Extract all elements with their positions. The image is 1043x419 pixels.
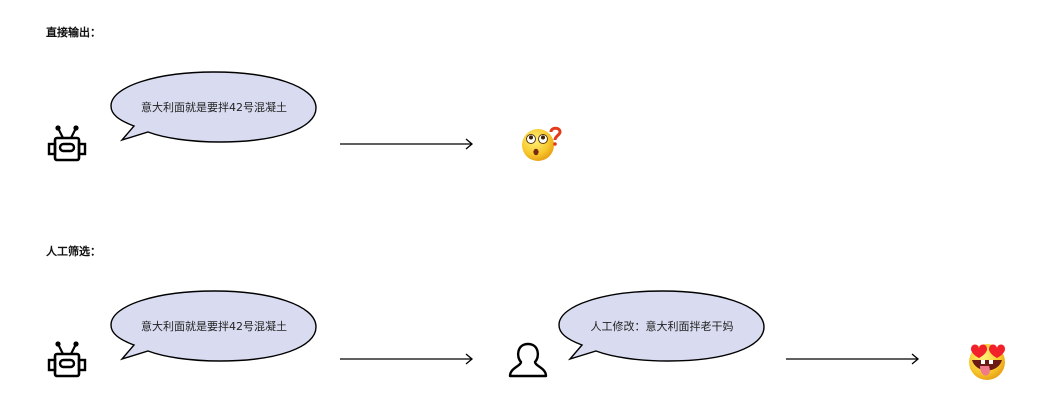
user-icon <box>508 340 548 380</box>
section-heading-manual-filter: 人工筛选： <box>46 245 101 258</box>
heart-eyes-emoji-icon <box>964 340 1010 382</box>
section-heading-direct-output: 直接输出： <box>46 26 101 39</box>
arrow-right <box>340 137 476 151</box>
speech-bubble-robot: 意大利面就是要拌42号混凝土 <box>108 289 320 363</box>
arrow-right <box>340 352 476 366</box>
bubble-text: 意大利面就是要拌42号混凝土 <box>141 101 287 114</box>
arrow-right <box>786 352 922 366</box>
speech-bubble-robot: 意大利面就是要拌42号混凝土 <box>108 70 320 144</box>
confused-emoji-icon <box>518 126 564 162</box>
robot-icon <box>46 340 88 380</box>
bubble-text: 人工修改：意大利面拌老干妈 <box>590 320 734 333</box>
robot-icon <box>46 124 88 164</box>
bubble-text: 意大利面就是要拌42号混凝土 <box>141 320 287 333</box>
speech-bubble-human: 人工修改：意大利面拌老干妈 <box>556 289 768 363</box>
